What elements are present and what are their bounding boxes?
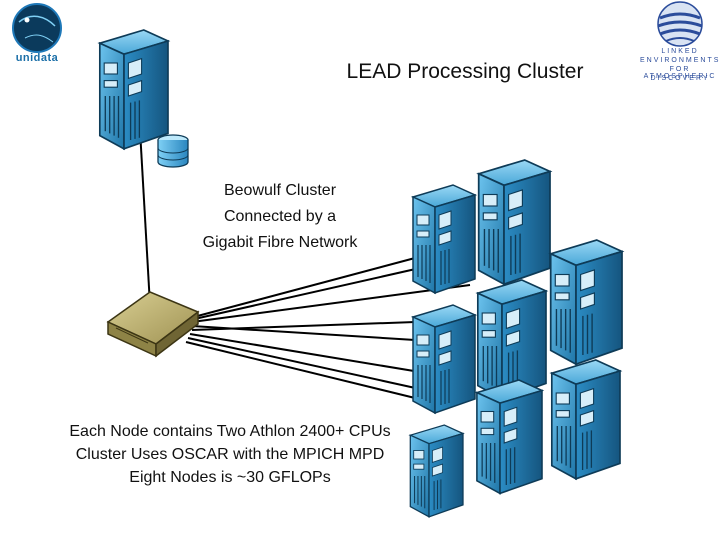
caption-line: Connected by a	[223, 208, 337, 225]
head-node-server-icon	[98, 29, 169, 150]
cluster-caption: Beowulf Cluster Connected by a Gigabit F…	[180, 178, 380, 256]
lead-logo: LINKED ENVIRONMENTS FOR ATMOSPHERIC DISC…	[640, 4, 720, 94]
caption-line: Each Node contains Two Athlon 2400+ CPUs	[69, 423, 391, 440]
network-cables	[139, 129, 471, 401]
node-server-icon	[549, 239, 623, 366]
node-server-icon	[412, 304, 476, 414]
database-icon	[157, 134, 189, 168]
network-switch-icon	[106, 291, 200, 358]
caption-line: Eight Nodes is ~30 GFLOPs	[129, 469, 331, 486]
lead-logo-sphere	[657, 1, 703, 47]
node-server-icon	[477, 159, 551, 286]
caption-line: Beowulf Cluster	[223, 182, 337, 199]
lead-logo-line: LINKED	[661, 48, 699, 55]
node-caption: Each Node contains Two Athlon 2400+ CPUs…	[20, 420, 440, 489]
node-server-icon	[476, 279, 547, 400]
caption-line: Gigabit Fibre Network	[202, 234, 358, 251]
node-server-icon	[412, 184, 476, 294]
node-server-icon	[476, 379, 543, 495]
unidata-logo-text: unidata	[15, 52, 59, 64]
compute-nodes	[409, 159, 623, 518]
node-server-icon	[550, 359, 621, 480]
unidata-logo: unidata	[2, 0, 72, 72]
caption-line: Cluster Uses OSCAR with the MPICH MPD	[75, 446, 385, 463]
unidata-logo-globe	[12, 3, 62, 53]
page-title: LEAD Processing Cluster	[346, 60, 584, 83]
lead-logo-line: DISCOVERY	[650, 75, 710, 82]
lead-logo-line: FOR ATMOSPHERIC	[643, 66, 717, 80]
lead-logo-line: ENVIRONMENTS	[640, 57, 720, 64]
